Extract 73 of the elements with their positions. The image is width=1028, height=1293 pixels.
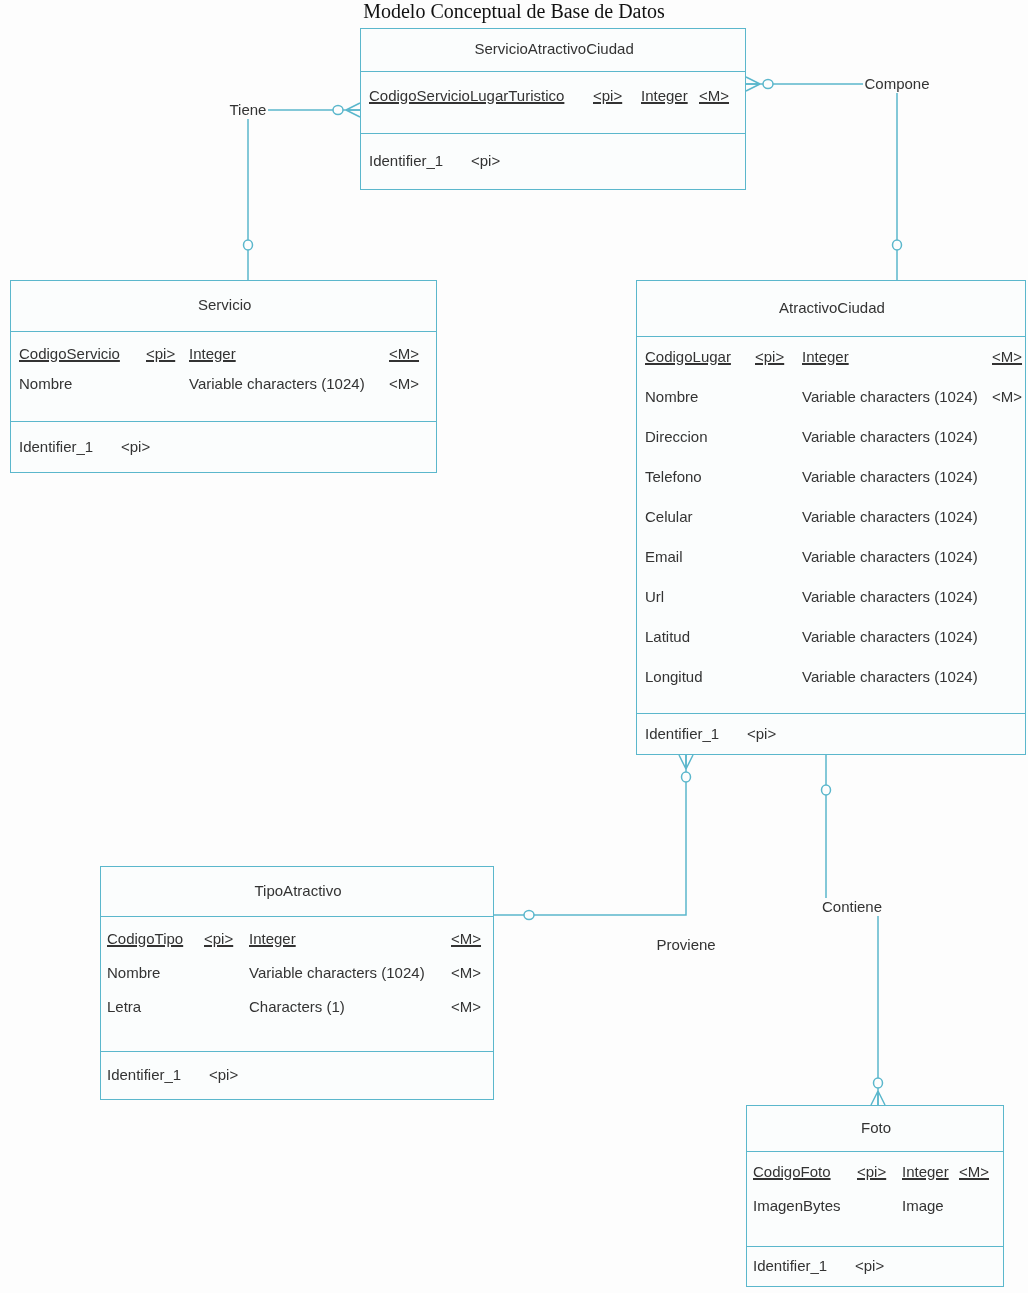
mandatory-tag: <M> (992, 348, 1022, 366)
attribute-name: CodigoServicio (19, 345, 120, 363)
relationship-label: Tiene (227, 101, 269, 119)
data-type: Characters (1) (249, 998, 345, 1016)
data-type: Integer (802, 348, 849, 366)
mandatory-tag: <M> (389, 375, 419, 393)
attribute-name: Nombre (19, 375, 73, 393)
mandatory-tag: <M> (451, 930, 481, 948)
data-type: Image (902, 1197, 944, 1215)
attribute-name: ImagenBytes (753, 1197, 841, 1215)
data-type: Integer (641, 87, 688, 105)
identifier-name: Identifier_1 (19, 437, 94, 456)
entity-table (360, 28, 746, 190)
data-type: Variable characters (1024) (189, 375, 365, 393)
attribute-name: Latitud (645, 628, 691, 646)
identifier-name: Identifier_1 (369, 152, 444, 170)
attribute-name: CodigoFoto (753, 1163, 831, 1181)
identifier-name: Identifier_1 (753, 1257, 828, 1275)
entity-name: TipoAtractivo (254, 881, 342, 899)
mandatory-tag: <M> (389, 345, 419, 363)
attribute-name: CodigoServicioLugarTuristico (369, 87, 565, 105)
attribute-name: Direccion (645, 428, 708, 446)
data-type: Integer (189, 345, 236, 363)
mandatory-tag: <M> (959, 1163, 989, 1181)
entity-table (746, 1105, 1004, 1287)
entity-name: Foto (861, 1118, 891, 1136)
identifier-tag: <pi> (204, 930, 234, 948)
data-type: Integer (249, 930, 296, 948)
identifier-tag: <pi> (747, 724, 777, 743)
attribute-name: Letra (107, 998, 142, 1016)
attribute-name: CodigoTipo (107, 930, 184, 948)
attribute-name: Telefono (645, 468, 702, 486)
attribute-name: Email (645, 548, 683, 566)
identifier-tag: <pi> (857, 1163, 887, 1181)
relationship-line (493, 754, 694, 921)
identifier-tag: <pi> (471, 152, 501, 170)
attribute-name: Nombre (107, 964, 161, 982)
relationship-line (242, 102, 361, 281)
identifier-tag: <pi> (209, 1066, 239, 1084)
identifier-tag: <pi> (755, 348, 785, 366)
relationship-label: Contiene (820, 898, 885, 916)
identifier-name: Identifier_1 (107, 1066, 182, 1084)
data-type: Variable characters (1024) (802, 468, 978, 486)
data-type: Variable characters (1024) (802, 428, 978, 446)
identifier-name: Identifier_1 (645, 724, 720, 743)
data-type: Integer (902, 1163, 949, 1181)
entity-name: Servicio (198, 296, 252, 313)
entity-table (636, 280, 1026, 755)
data-type: Variable characters (1024) (802, 548, 978, 566)
entity-table (10, 280, 437, 473)
data-type: Variable characters (1024) (249, 964, 425, 982)
attribute-name: CodigoLugar (645, 348, 731, 366)
attribute-name: Url (645, 588, 665, 606)
diagram-title: Modelo Conceptual de Base de Datos (362, 0, 666, 23)
mandatory-tag: <M> (992, 388, 1022, 406)
data-type: Variable characters (1024) (802, 628, 978, 646)
data-type: Variable characters (1024) (802, 388, 978, 406)
entity-table (100, 866, 494, 1100)
identifier-tag: <pi> (855, 1257, 885, 1275)
data-type: Variable characters (1024) (802, 588, 978, 606)
attribute-name: Celular (645, 508, 693, 526)
attribute-name: Nombre (645, 388, 699, 406)
mandatory-tag: <M> (451, 964, 481, 982)
identifier-tag: <pi> (121, 437, 151, 456)
mandatory-tag: <M> (451, 998, 481, 1016)
entity-name: AtractivoCiudad (779, 298, 885, 316)
entity-name: ServicioAtractivoCiudad (474, 40, 634, 57)
identifier-tag: <pi> (146, 345, 176, 363)
identifier-tag: <pi> (593, 87, 623, 105)
mandatory-tag: <M> (699, 87, 729, 105)
attribute-name: Longitud (645, 668, 703, 686)
data-type: Variable characters (1024) (802, 668, 978, 686)
data-type: Variable characters (1024) (802, 508, 978, 526)
